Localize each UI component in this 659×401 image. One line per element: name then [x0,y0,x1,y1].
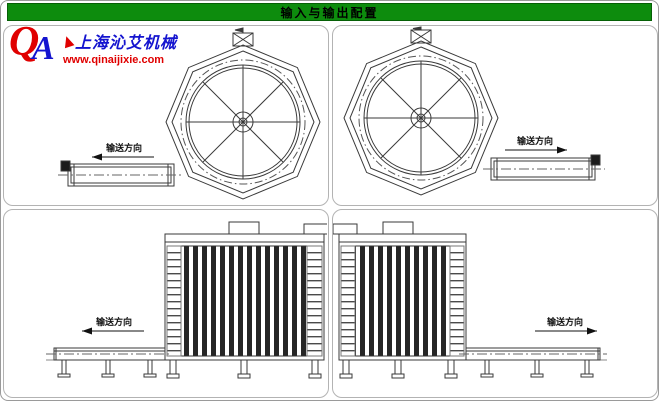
flame-icon [61,34,75,48]
direction-arrow-right: 输送方向 [505,135,567,154]
conveyor-drive-motor [60,160,71,172]
outfeed-conveyor-right [459,347,607,378]
company-logo: Q A 上海沁艾机械 www.qinaijixie.com [9,21,189,75]
tower-top-motor-box [410,26,432,44]
transfer-bridge [303,223,327,235]
monogram-a: A [32,30,55,67]
conveyor-drive-motor [590,154,601,166]
belt-tier-frame [449,245,465,357]
spiral-belt-stack [354,245,451,357]
drawing-side-view-right: 输送方向 [333,221,607,379]
direction-label: 输送方向 [517,135,553,146]
tower-top-unit [382,221,414,235]
title-bar: 输入与输出配置 [7,3,652,21]
direction-arrow-left: 输送方向 [82,316,144,335]
outfeed-conveyor-right [483,154,605,181]
spiral-tower-elevation [333,221,467,379]
spiral-belt-stack [180,245,308,357]
panel-top-left: 输送方向 [3,25,329,206]
spiral-tower-top-view [343,26,499,196]
monogram-q: Q [9,19,40,65]
drawing-top-view-left: 输送方向 [58,27,321,200]
spiral-tower-elevation [164,221,327,379]
drawing-panels: 输送方向 [3,25,658,398]
direction-arrow-right: 输送方向 [535,316,597,335]
drawing-top-view-right: 输送方向 [343,26,605,196]
direction-label: 输送方向 [547,316,583,327]
company-name: 上海沁艾机械 [75,35,178,52]
panel-bottom-left: 输送方向 [3,209,329,398]
outfeed-conveyor-left [58,160,184,187]
drawing-side-view-left: 输送方向 [46,221,327,379]
qa-monogram: Q A [9,21,61,75]
panel-bottom-right: 输送方向 [332,209,658,398]
page-title: 输入与输出配置 [280,6,379,20]
spiral-tower-top-view [165,27,321,200]
company-website: www.qinaijixie.com [63,54,165,66]
direction-label: 输送方向 [96,316,132,327]
belt-tier-frame [166,245,182,357]
belt-tier-frame [306,245,323,357]
panel-top-right: 输送方向 [332,25,658,206]
tower-top-unit [228,221,260,235]
direction-arrow-left: 输送方向 [92,142,154,161]
outfeed-conveyor-left [46,347,172,378]
tower-top-motor-box [232,27,254,47]
transfer-bridge [333,223,358,235]
direction-label: 输送方向 [106,142,142,153]
belt-tier-frame [340,245,356,357]
